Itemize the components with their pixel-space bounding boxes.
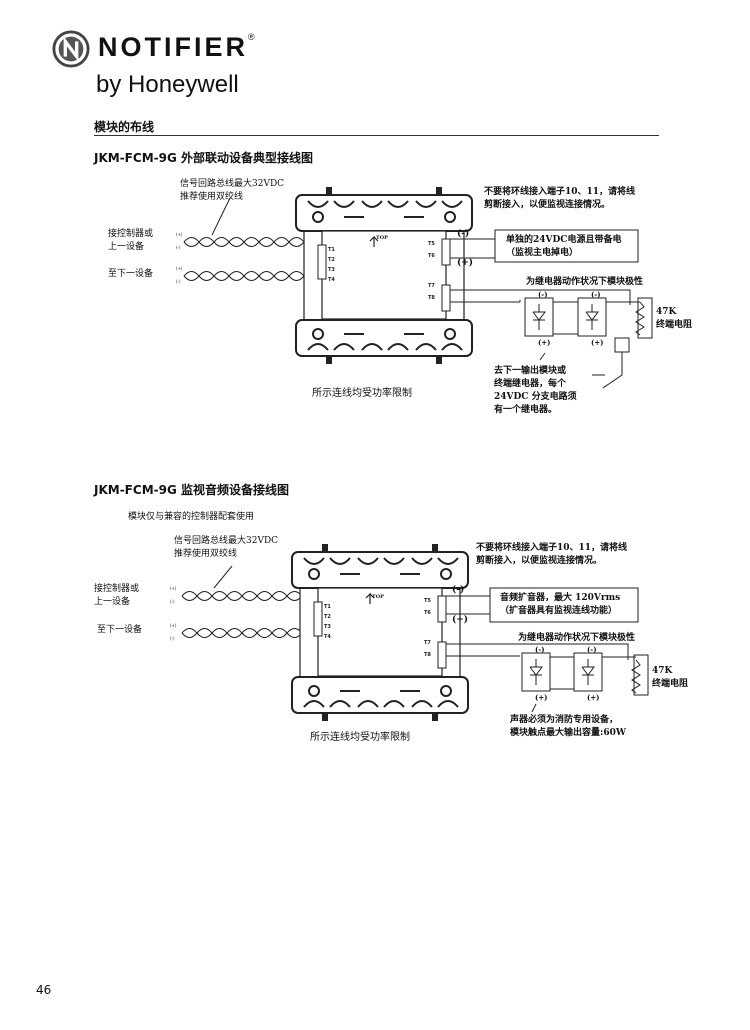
section-title: 模块的布线 xyxy=(94,120,155,134)
diagram1-caption: 所示连线均受功率限制 xyxy=(312,388,412,399)
diagram1-power-box: 单独的24VDC电源且带备电（监视主电掉电） xyxy=(506,235,622,258)
svg-text:(-): (-) xyxy=(587,645,597,654)
brand-sub: by Honeywell xyxy=(96,71,239,98)
svg-text:(+): (+) xyxy=(176,266,183,271)
diagram2-neg-mark: (-) xyxy=(452,584,464,595)
diagram2-caption: 所示连线均受功率限制 xyxy=(310,732,410,743)
diagram2-to-next: 至下一设备 xyxy=(97,625,143,635)
diagram2-compat-note: 模块仅与兼容的控制器配套使用 xyxy=(128,512,255,522)
diagram1-warning: 不要将环线接入端子10、11，请将线剪断接入，以便监视连接情况。 xyxy=(484,187,636,210)
diagram1-pos-mark: (+) xyxy=(457,257,473,268)
diagram1-neg-mark: (-) xyxy=(457,228,469,239)
page-number: 46 xyxy=(36,983,52,997)
svg-text:(-): (-) xyxy=(538,290,548,299)
diagram2-title: JKM-FCM-9G 监视音频设备接线图 xyxy=(94,483,289,497)
notifier-logo-icon xyxy=(52,30,90,68)
section-divider xyxy=(94,135,659,136)
diagram2-polarity-note: 为继电器动作状况下模块极性 xyxy=(518,633,636,643)
brand-name: NOTIFIER® xyxy=(98,32,255,62)
diagram2-amp-box: 音频扩音器，最大 120Vrms（扩音器具有监视连线功能） xyxy=(500,593,621,616)
svg-text:(+): (+) xyxy=(176,232,183,237)
svg-text:(-): (-) xyxy=(535,645,545,654)
diagram1-top-label: TOP xyxy=(376,235,388,241)
svg-text:(+): (+) xyxy=(170,586,177,591)
diagram1-from-controller: 接控制器或上一设备 xyxy=(108,229,154,252)
svg-text:(-): (-) xyxy=(170,636,175,641)
diagram2-top-label: TOP xyxy=(372,594,384,600)
diagram2-from-controller: 接控制器或上一设备 xyxy=(94,584,140,607)
svg-text:(-): (-) xyxy=(170,599,175,604)
svg-text:(-): (-) xyxy=(176,245,181,250)
svg-text:(+): (+) xyxy=(535,693,548,702)
diagram2-speaker-note: 声器必须为消防专用设备，模块触点最大输出容量:60W xyxy=(510,715,626,738)
svg-text:(+): (+) xyxy=(591,338,604,347)
svg-text:(-): (-) xyxy=(176,279,181,284)
diagram1-polarity-note: 为继电器动作状况下模块极性 xyxy=(526,277,644,287)
diagram1-to-next: 至下一设备 xyxy=(108,269,154,279)
diagram2-warning: 不要将环线接入端子10、11，请将线剪断接入，以便监视连接情况。 xyxy=(476,543,628,566)
diagram2-pos-mark: (+) xyxy=(452,614,468,625)
svg-text:(-): (-) xyxy=(591,290,601,299)
svg-text:(+): (+) xyxy=(170,623,177,628)
svg-text:(+): (+) xyxy=(587,693,600,702)
diagram1-title: JKM-FCM-9G 外部联动设备典型接线图 xyxy=(94,151,313,165)
diagram1-relay-note: 去下一输出模块或终端继电器，每个 24VDC 分支电路须有一个继电器。 xyxy=(494,366,577,415)
svg-text:(+): (+) xyxy=(538,338,551,347)
